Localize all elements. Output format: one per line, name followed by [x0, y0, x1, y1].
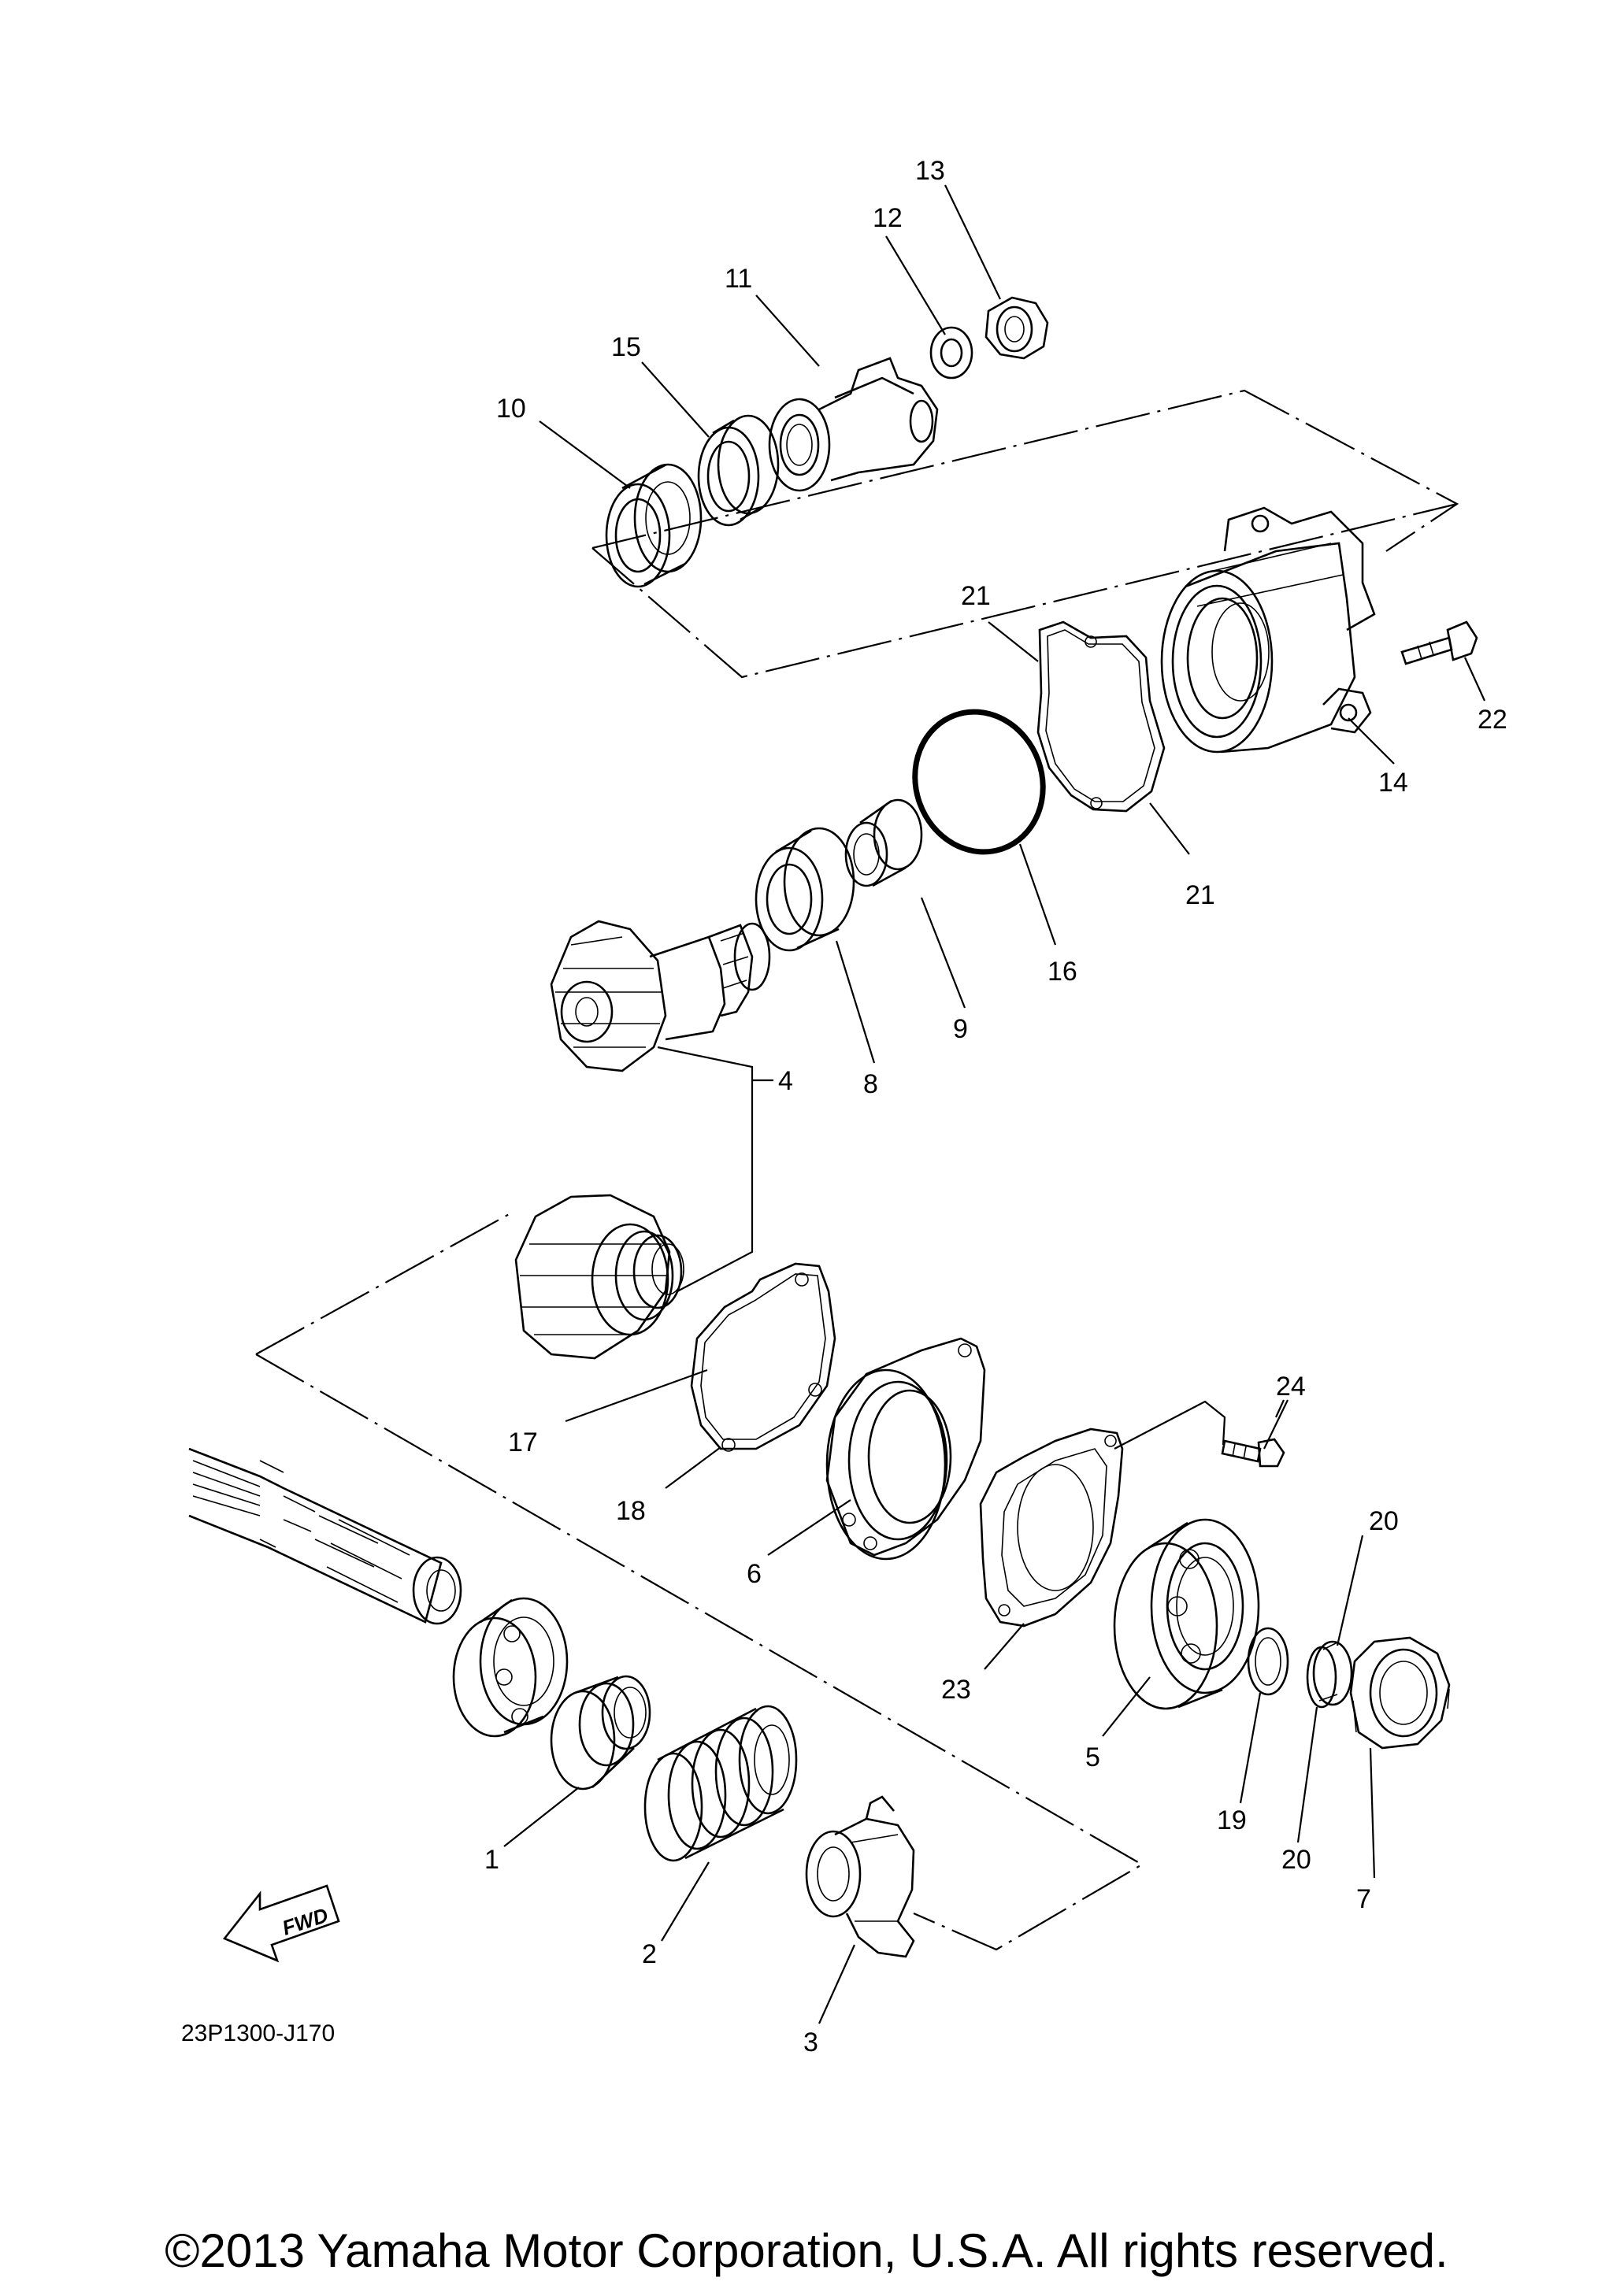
part-5-bearing	[1113, 1518, 1260, 1710]
leader-lines	[503, 184, 1486, 2024]
upper-group-bracket	[591, 389, 1459, 552]
callout-4: 4	[778, 1066, 793, 1096]
part-21-gasket	[1036, 620, 1166, 813]
diagram-code: 23P1300-J170	[181, 2020, 335, 2046]
callout-9: 9	[953, 1014, 968, 1044]
callout-6: 6	[747, 1559, 762, 1589]
part-9-collar	[844, 798, 923, 887]
callout-19: 19	[1217, 1805, 1247, 1835]
part-22-bolt	[1400, 620, 1478, 665]
fwd-label: FWD	[280, 1903, 332, 1940]
part-12-washer	[929, 326, 973, 380]
upper-group-bracket-lower	[591, 502, 1458, 679]
part-4-ring-gear	[514, 1194, 684, 1360]
callout-13: 13	[915, 156, 945, 186]
callout-21-lower: 21	[1185, 880, 1215, 910]
callout-14: 14	[1378, 768, 1408, 798]
callout-23: 23	[941, 1675, 971, 1705]
part-19-circlip	[1247, 1627, 1289, 1696]
callout-12: 12	[873, 203, 903, 233]
part-18-shim	[690, 1262, 836, 1452]
callout-16: 16	[1048, 957, 1077, 987]
callout-15: 15	[611, 332, 641, 362]
part-13-nut	[984, 296, 1049, 360]
lower-group-bracket-diagonal	[255, 1354, 1144, 1951]
callout-11: 11	[725, 264, 752, 294]
lower-group-bracket	[255, 1212, 513, 1355]
callout-2: 2	[642, 1939, 657, 1969]
callout-22: 22	[1478, 705, 1507, 735]
callout-1: 1	[484, 1845, 499, 1875]
part-8-bearing	[755, 827, 855, 952]
callout-20-upper: 20	[1369, 1506, 1399, 1536]
part-15-oil-seal	[697, 414, 780, 527]
drive-shaft	[188, 1447, 462, 1625]
part-3-shifter	[805, 1795, 915, 1958]
gear-pair-bracket-4	[657, 1046, 754, 1292]
part-14-housing	[1160, 506, 1376, 754]
part-23-gasket	[979, 1428, 1124, 1628]
callout-numbers: 13 12 11 15 10 21 22 14 21 16 9 8 4 24 1…	[484, 156, 1507, 2057]
callout-8: 8	[863, 1069, 878, 1099]
callout-21-upper: 21	[961, 581, 991, 611]
part-7-nut	[1349, 1636, 1451, 1750]
part-16-o-ring	[912, 709, 1046, 855]
callout-18: 18	[616, 1496, 646, 1526]
callout-5: 5	[1085, 1742, 1100, 1772]
part-4-drive-pinion-gear	[550, 920, 771, 1072]
callout-24: 24	[1276, 1372, 1306, 1402]
part-6-bearing-housing	[825, 1337, 986, 1561]
callout-3: 3	[803, 2028, 818, 2057]
copyright-notice: ©2013 Yamaha Motor Corporation, U.S.A. A…	[165, 2224, 1448, 2277]
part-10-bearing	[605, 463, 703, 588]
shaft-bearing	[452, 1597, 569, 1738]
part-11-yoke	[768, 357, 939, 492]
callout-17: 17	[508, 1428, 538, 1457]
part-2-spring	[643, 1705, 798, 1862]
fwd-arrow-icon: FWD	[222, 1884, 340, 1963]
callout-10: 10	[496, 394, 526, 424]
callout-7: 7	[1356, 1884, 1371, 1914]
callout-20-lower: 20	[1281, 1845, 1311, 1875]
part-24-bolt	[1221, 1438, 1285, 1468]
part-1-collar	[550, 1675, 651, 1791]
part-20-lock-washer	[1306, 1640, 1353, 1709]
